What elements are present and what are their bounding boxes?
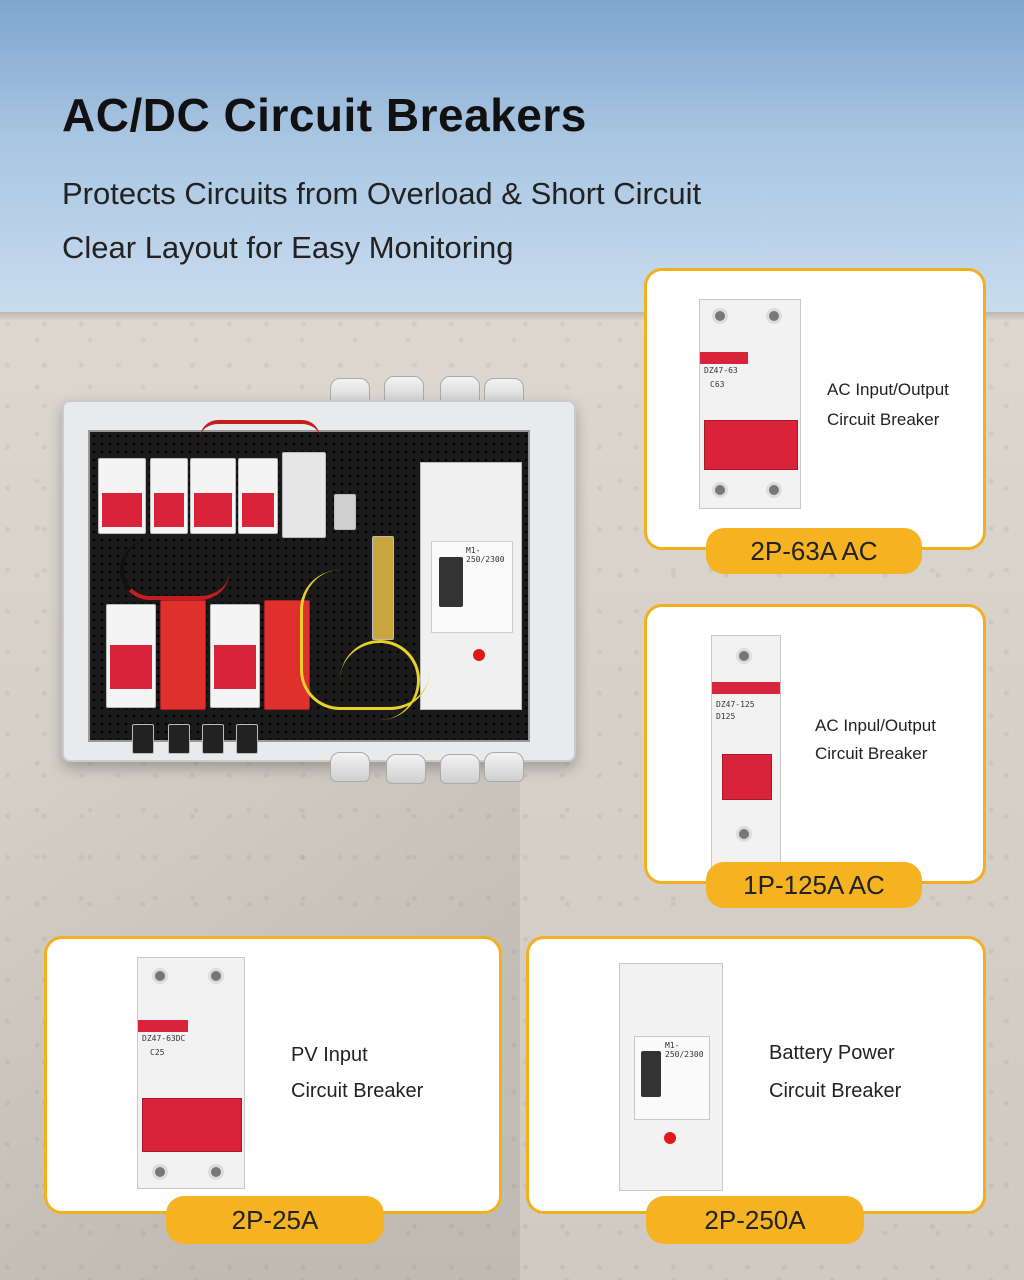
surge-protector	[282, 452, 326, 538]
card-label-line1: Battery Power	[769, 1042, 895, 1064]
breaker-rating-text: D125	[716, 712, 736, 721]
ac-breaker	[98, 458, 146, 534]
badge-1p-125a-ac: 1P-125A AC	[706, 862, 922, 908]
pv-breaker	[210, 604, 260, 708]
breaker-1p-125a-image: DZ47-125 D125	[711, 635, 781, 871]
cable-gland	[440, 754, 480, 784]
mccb-model-text: M1-250/2300	[466, 546, 505, 564]
screw-icon	[152, 968, 168, 984]
card-label-line1: AC Inpul/Output	[815, 716, 936, 735]
breaker-rating-text: C63	[710, 380, 725, 389]
breaker-handle	[142, 1098, 242, 1152]
badge-2p-63a-ac: 2P-63A AC	[706, 528, 922, 574]
card-ac-63a: DZ47-63 C63 AC Input/Output Circuit Brea…	[644, 268, 986, 550]
screw-icon	[736, 648, 752, 664]
mccb-lever	[641, 1051, 661, 1097]
card-label-line2: Circuit Breaker	[827, 410, 940, 429]
breaker-model-text: DZ47-63	[704, 366, 738, 375]
breaker-handle	[722, 754, 772, 800]
card-ac-125a: DZ47-125 D125 AC Inpul/Output Circuit Br…	[644, 604, 986, 884]
pv-breaker	[106, 604, 156, 708]
breaker-model-text: M1-250/2300	[665, 1041, 704, 1059]
screw-icon	[152, 1164, 168, 1180]
cable-gland	[386, 754, 426, 784]
wall-top-edge	[0, 312, 1024, 320]
card-label-line1: PV Input	[291, 1044, 368, 1066]
breaker-handle	[704, 420, 798, 470]
screw-icon	[736, 826, 752, 842]
mccb-lever	[439, 557, 463, 607]
red-wire	[200, 420, 320, 456]
cable-gland	[330, 752, 370, 782]
page-title: AC/DC Circuit Breakers	[62, 89, 587, 141]
pv-surge-protector	[160, 600, 206, 710]
screw-icon	[208, 1164, 224, 1180]
terminal-block	[334, 494, 356, 530]
card-pv-25a: DZ47-63DC C25 PV Input Circuit Breaker	[44, 936, 502, 1214]
badge-2p-250a: 2P-250A	[646, 1196, 864, 1244]
mc4-connector	[236, 724, 258, 754]
mccb-indicator	[473, 649, 485, 661]
screw-icon	[712, 482, 728, 498]
breaker-2p-250a-image: M1-250/2300	[619, 963, 723, 1191]
card-label-line2: Circuit Breaker	[291, 1080, 424, 1102]
breaker-2p-25a-image: DZ47-63DC C25	[137, 957, 245, 1189]
card-label-line2: Circuit Breaker	[769, 1080, 902, 1102]
red-band	[138, 1020, 188, 1032]
badge-2p-25a: 2P-25A	[166, 1196, 384, 1244]
card-label-line1: AC Input/Output	[827, 380, 949, 399]
ac-breaker	[238, 458, 278, 534]
screw-icon	[766, 308, 782, 324]
red-band	[700, 352, 748, 364]
breaker-model-text: DZ47-63DC	[142, 1034, 186, 1043]
screw-icon	[208, 968, 224, 984]
ac-breaker	[150, 458, 188, 534]
cable-gland	[484, 752, 524, 782]
subtitle-layout: Clear Layout for Easy Monitoring	[62, 230, 514, 265]
mccb-face: M1-250/2300	[634, 1036, 710, 1120]
mc4-connector	[202, 724, 224, 754]
ac-breaker	[190, 458, 236, 534]
breaker-model-text: DZ47-125	[716, 700, 755, 709]
black-wire	[120, 540, 230, 600]
screw-icon	[712, 308, 728, 324]
red-band	[712, 682, 780, 694]
mc4-connector	[132, 724, 154, 754]
mc4-connector	[168, 724, 190, 754]
mccb-breaker: M1-250/2300	[420, 462, 522, 710]
card-battery-250a: M1-250/2300 Battery Power Circuit Breake…	[526, 936, 986, 1214]
subtitle-overload: Protects Circuits from Overload & Short …	[62, 176, 702, 211]
mccb-indicator	[664, 1132, 676, 1144]
card-label-line2: Circuit Breaker	[815, 744, 928, 763]
breaker-rating-text: C25	[150, 1048, 165, 1057]
screw-icon	[766, 482, 782, 498]
breaker-2p-63a-image: DZ47-63 C63	[699, 299, 801, 509]
sky-background	[0, 0, 1024, 312]
yellow-wire	[340, 640, 420, 720]
